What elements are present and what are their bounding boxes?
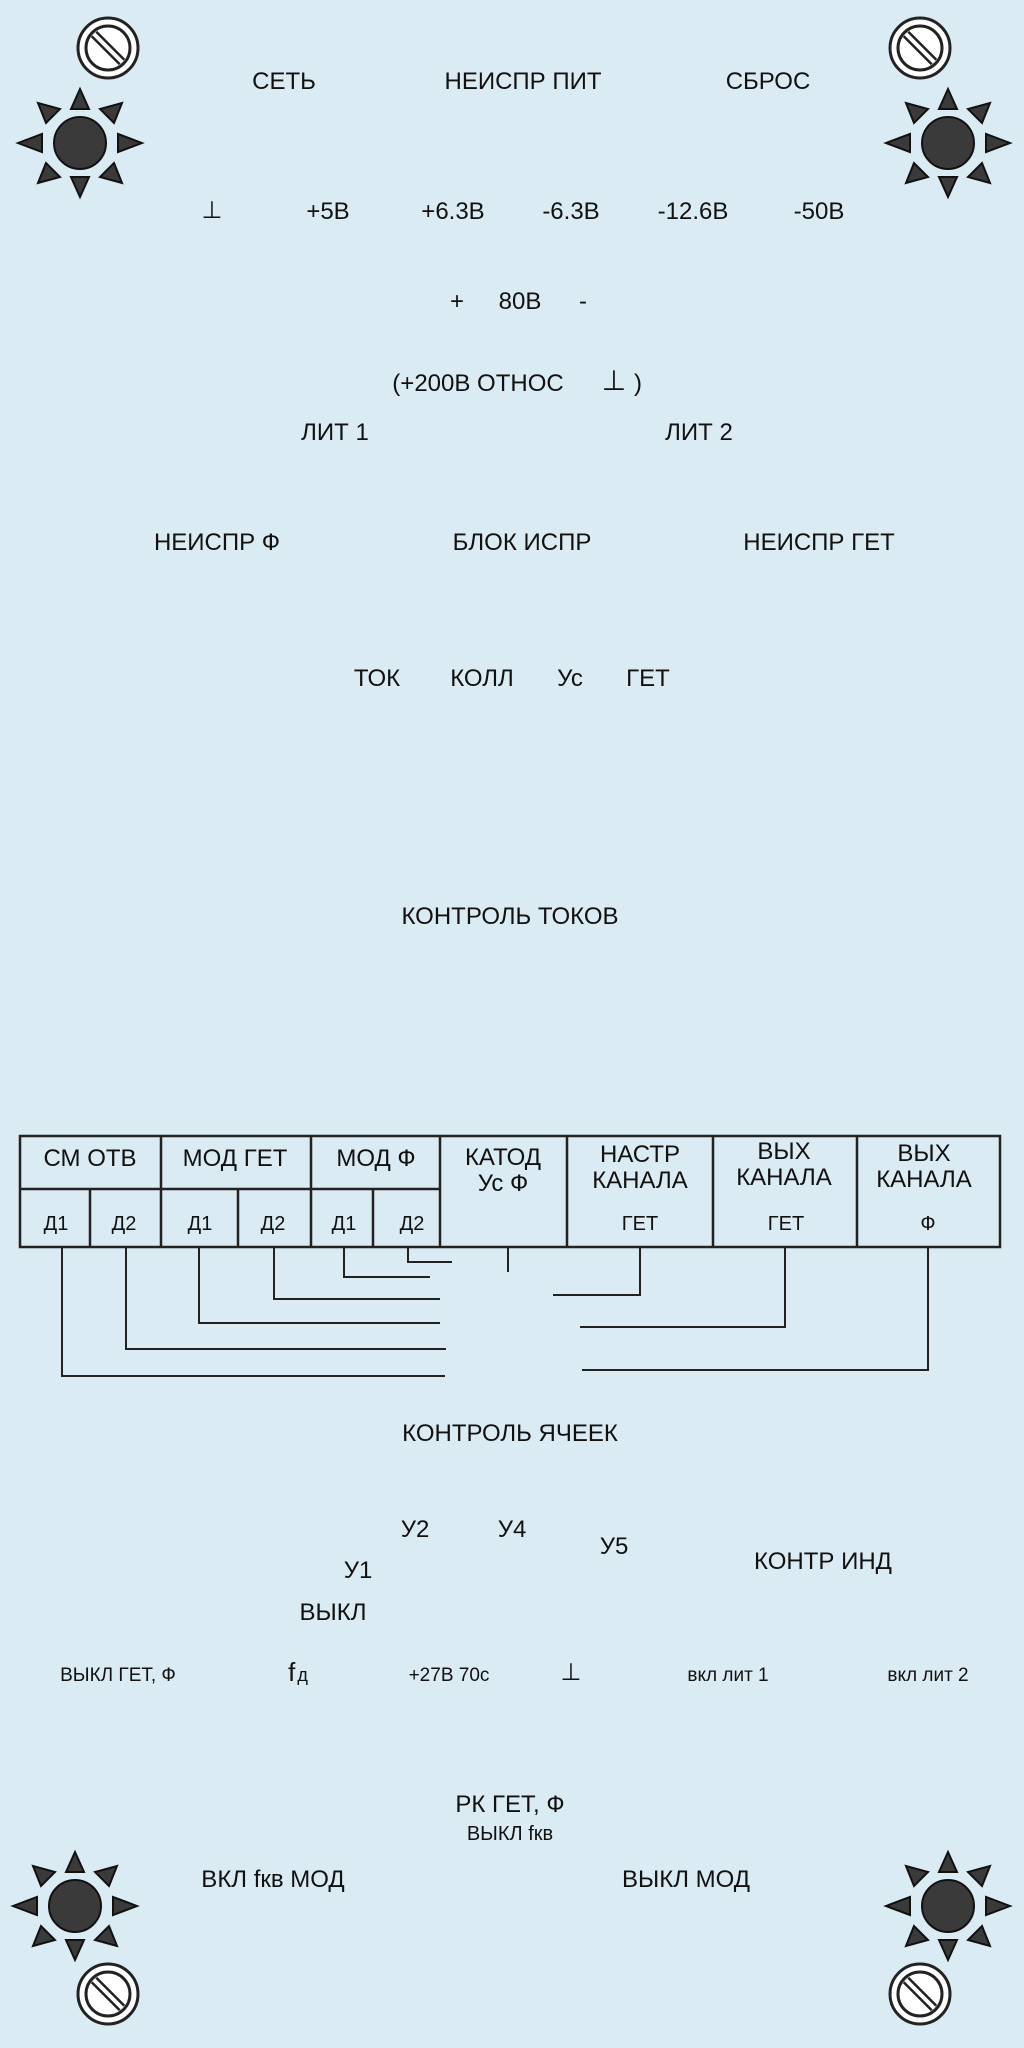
sun-knob-icon[interactable] [885,1851,1011,1961]
katod-label-line2: Ус Ф [477,1170,529,1197]
lit2-label: ЛИТ 2 [665,419,733,446]
screw-icon [890,1964,950,2024]
rk-off-fkv-label: ВЫКЛ fкв [466,1823,554,1845]
on-lit2-label: вкл лит 2 [887,1665,969,1686]
reset-label: СБРОС [725,68,811,95]
nastr-label-line2: КАНАЛА [592,1167,688,1194]
tok-label: ТОК [353,665,401,692]
mod-phi-d2-label: Д2 [399,1213,425,1235]
mod-phi-d1-label: Д1 [331,1213,357,1235]
rail-6v3-label: +6.3В [421,198,485,225]
get-label: ГЕТ [626,665,670,692]
mod-get-label: МОД ГЕТ [182,1145,288,1172]
bottom-ground-icon: ⊥ [560,1658,582,1686]
block-ok-label: БЛОК ИСПР [452,529,592,556]
ref-200v-label: (+200В ОТНОС [392,370,564,397]
ref-close-paren: ) [634,370,642,397]
u1-label: У1 [343,1557,373,1584]
leader-lines [61,1247,929,1377]
vyh-phi-label-line1: ВЫХ [897,1140,951,1167]
rail-5v-label: +5В [306,198,350,225]
test-point-table-frame [18,1134,1002,1249]
power-fault-label: НЕИСПР ПИТ [444,68,602,95]
80v-label: 80В [498,288,542,315]
vyh-get-label-line1: ВЫХ [757,1138,811,1165]
control-indicator-label: КОНТР ИНД [754,1548,892,1575]
vyh-get-label-line2: КАНАЛА [736,1164,832,1191]
vyh-phi-sub-label: Ф [920,1213,936,1235]
lit1-label: ЛИТ 1 [301,419,369,446]
rail-neg50v-label: -50В [793,198,845,225]
off-mod-label: ВЫКЛ МОД [621,1866,751,1893]
vyh-get-sub-label: ГЕТ [767,1213,805,1235]
rail-neg6v3-label: -6.3В [542,198,600,225]
screw-icon [890,18,950,78]
sun-knob-icon[interactable] [17,88,143,198]
nastr-label-line1: НАСТР [599,1141,681,1168]
off-label: ВЫКЛ [299,1599,367,1626]
u5-label: У5 [599,1533,629,1560]
cell-control-title: КОНТРОЛЬ ЯЧЕЕК [402,1420,618,1447]
mod-get-d1-label: Д1 [187,1213,213,1235]
mod-get-d2-label: Д2 [260,1213,286,1235]
fault-phi-label: НЕИСПР Ф [153,529,281,556]
ref-ground-icon: ⊥ [601,364,627,397]
on-lit1-label: вкл лит 1 [687,1665,769,1686]
mod-phi-label: МОД Ф [336,1145,416,1172]
sm-otv-d1-label: Д1 [43,1213,69,1235]
sun-knob-icon[interactable] [12,1851,138,1961]
27v-70s-label: +27В 70с [408,1665,490,1686]
sm-otv-d2-label: Д2 [111,1213,137,1235]
current-control-title: КОНТРОЛЬ ТОКОВ [401,903,619,930]
screw-icon [78,1964,138,2024]
nastr-sub-label: ГЕТ [621,1213,659,1235]
plus-sign-label: + [449,288,465,315]
sm-otv-label: СМ ОТВ [43,1145,137,1172]
minus-sign-label: - [579,288,587,315]
us-label: Ус [557,665,583,692]
screw-icon [78,18,138,78]
vyh-phi-label-line2: КАНАЛА [876,1166,972,1193]
on-fkv-mod-label: ВКЛ fкв МОД [201,1866,345,1893]
network-label: СЕТЬ [252,68,316,95]
sun-knob-icon[interactable] [885,88,1011,198]
katod-label-line1: КАТОД [464,1144,542,1171]
rk-get-phi-label: РК ГЕТ, Ф [455,1791,565,1818]
u2-label: У2 [400,1516,430,1543]
off-get-phi-label: ВЫКЛ ГЕТ, Ф [60,1665,176,1686]
fault-get-label: НЕИСПР ГЕТ [743,529,895,556]
u4-label: У4 [497,1516,527,1543]
koll-label: КОЛЛ [450,665,514,692]
rail-neg12v6-label: -12.6В [657,198,729,225]
rail-ground-label: ⊥ [201,196,223,224]
